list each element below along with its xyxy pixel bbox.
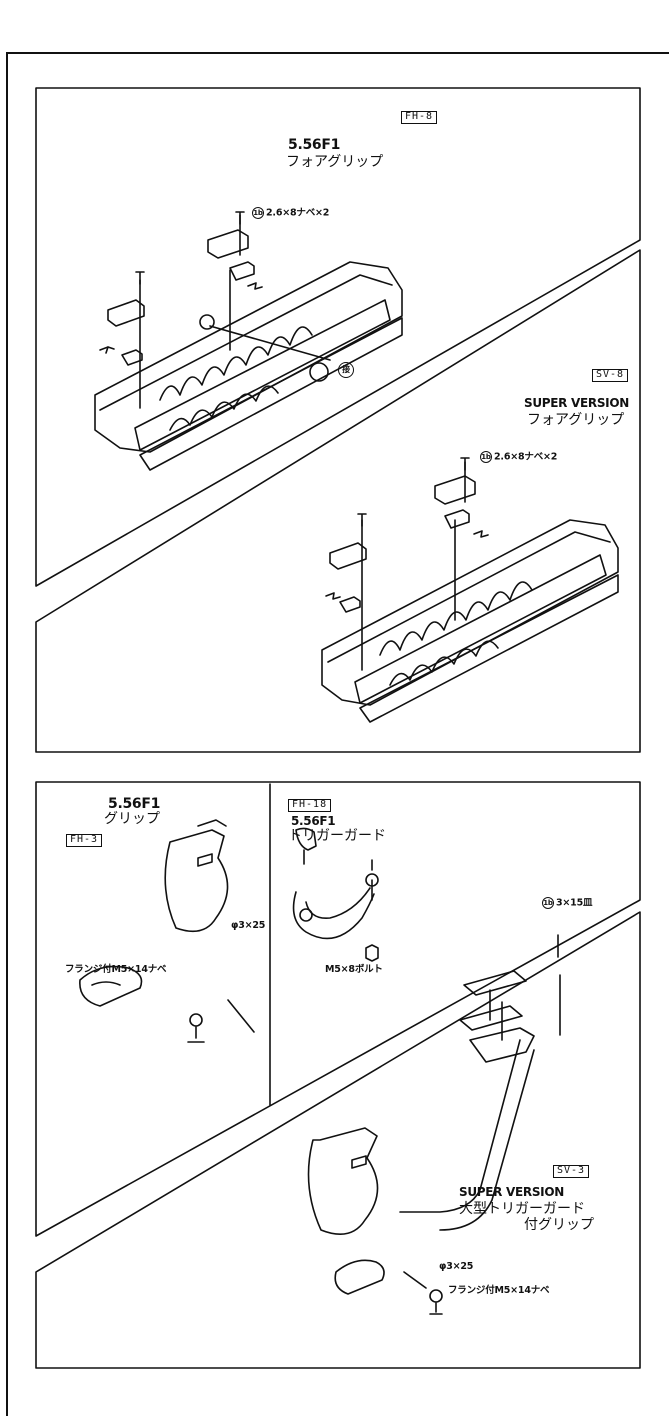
- fh3-title: 5.56F1: [108, 796, 161, 812]
- fh18-triggerguard-drawing: [292, 827, 379, 962]
- page-frame: [6, 52, 669, 1416]
- sv8-foregrip-drawing: [321, 457, 619, 723]
- fh3-pin-label: φ3×25: [231, 920, 266, 931]
- sv8-part-code: SV-8: [592, 369, 629, 382]
- fh3-bolt-label: フランジ付M5×14ナベ: [65, 964, 167, 975]
- sv3-title: SUPER VERSION: [459, 1185, 564, 1199]
- sv3-subtitle2: 付グリップ: [524, 1217, 594, 1233]
- fh8-foregrip-drawing: [94, 211, 403, 471]
- sv3-bolt-label: フランジ付M5×14ナベ: [448, 1285, 550, 1296]
- fh8-bond-marker: 接: [338, 362, 354, 378]
- fh18-subtitle: トリガーガード: [288, 828, 386, 844]
- sv8-screw-tag: 1b: [480, 451, 492, 463]
- lower-panel-frame: [35, 781, 641, 1369]
- fh8-subtitle: フォアグリップ: [286, 154, 384, 170]
- fh8-part-code: FH-8: [401, 111, 438, 124]
- sv3-grip-drawing: [307, 934, 561, 1315]
- fh8-screw-tag: 1b: [252, 207, 264, 219]
- fh18-part-code: FH-18: [288, 799, 332, 812]
- upper-panel-frame: [35, 87, 641, 753]
- sv8-subtitle: フォアグリップ: [527, 412, 625, 428]
- fh3-subtitle: グリップ: [104, 811, 160, 827]
- sv3-subtitle1: 大型トリガーガード: [459, 1201, 585, 1217]
- fh18-bolt-label: M5×8ボルト: [325, 964, 383, 975]
- fh18-title: 5.56F1: [291, 814, 336, 828]
- sv8-title: SUPER VERSION: [524, 396, 629, 410]
- fh3-grip-drawing: [79, 819, 255, 1043]
- sv3-screw-tag: 1b: [542, 897, 554, 909]
- sv3-part-code: SV-3: [553, 1165, 590, 1178]
- sv3-pin-label: φ3×25: [439, 1261, 474, 1272]
- fh3-part-code: FH-3: [66, 834, 103, 847]
- fh8-title: 5.56F1: [288, 137, 341, 153]
